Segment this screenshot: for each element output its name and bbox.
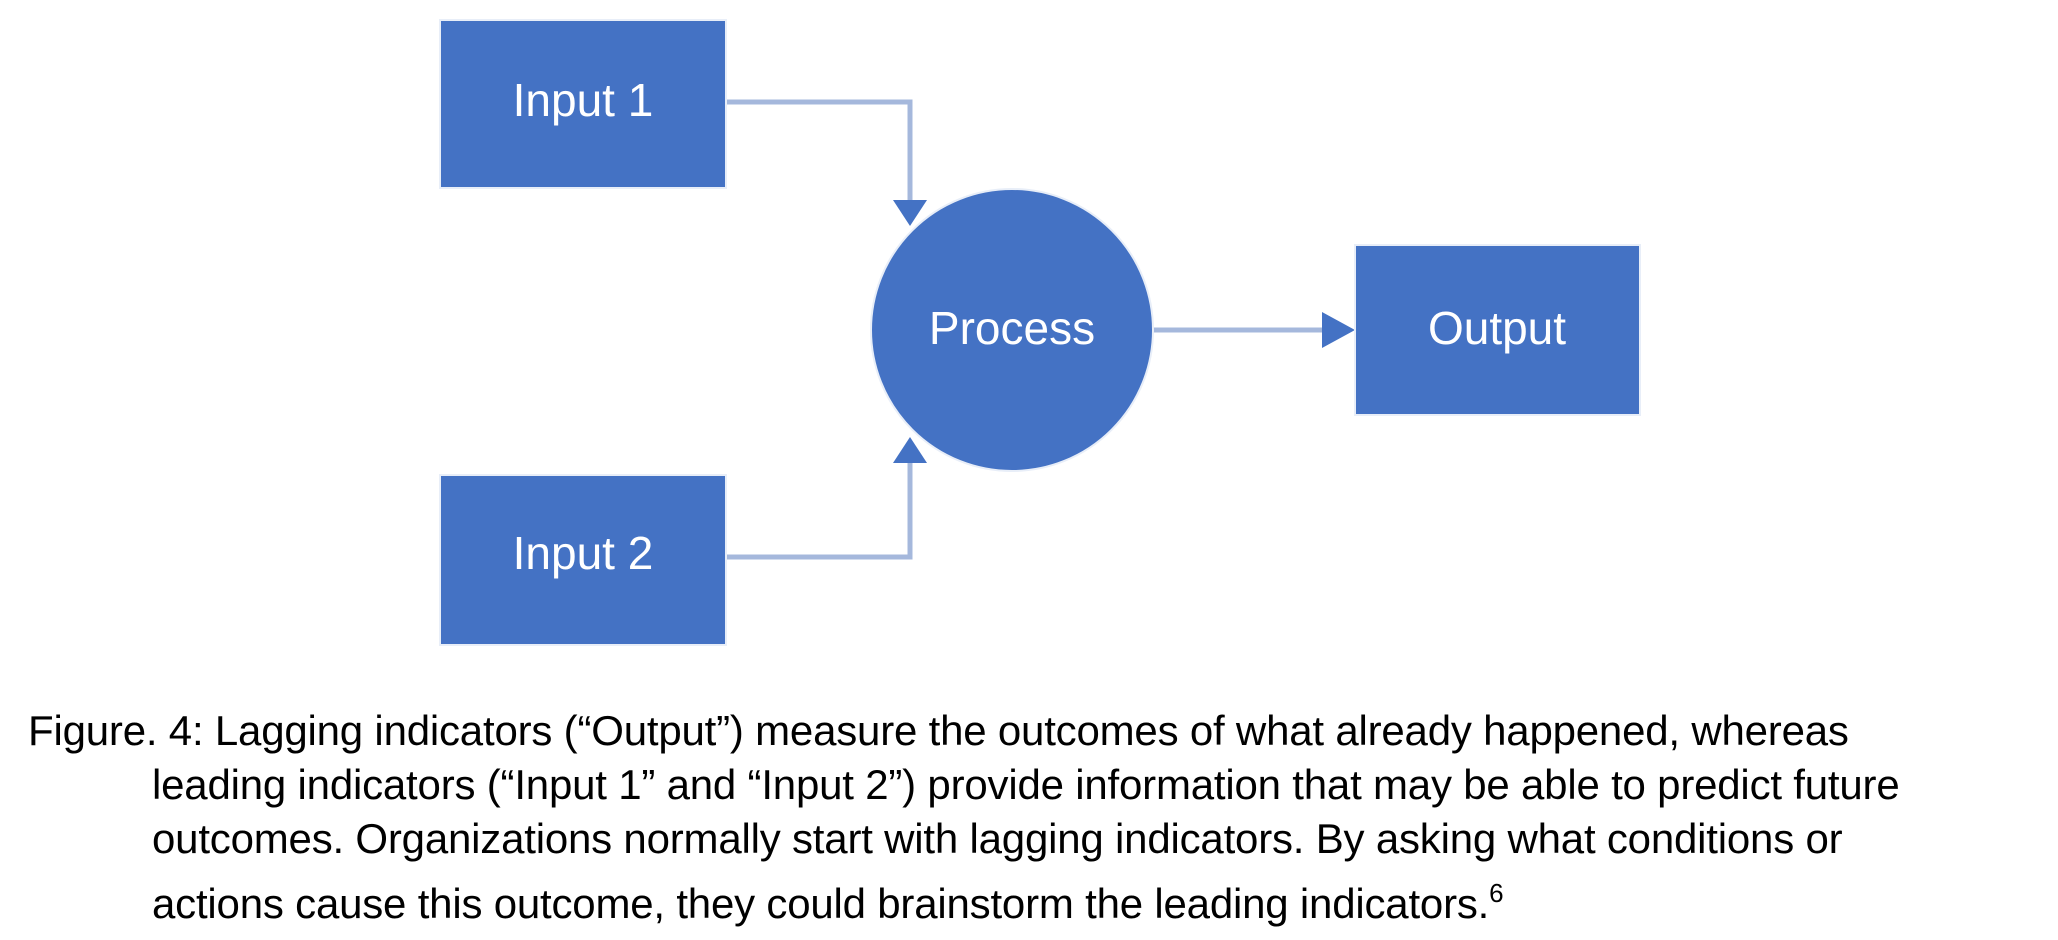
node-input1-label: Input 1 xyxy=(513,74,654,126)
connector-input1-to-process xyxy=(726,99,927,226)
node-output[interactable]: Output xyxy=(1354,244,1641,416)
arrowhead-down-icon xyxy=(893,200,927,226)
caption-line-4-text: actions cause this outcome, they could b… xyxy=(152,880,1490,927)
node-output-label: Output xyxy=(1428,302,1566,354)
connector-layer xyxy=(726,99,1355,560)
node-output-shape[interactable] xyxy=(1354,244,1641,416)
caption-line-4: actions cause this outcome, they could b… xyxy=(152,872,1504,925)
node-input2[interactable]: Input 2 xyxy=(439,474,727,646)
caption-line-1: Figure. 4: Lagging indicators (“Output”)… xyxy=(28,707,1849,754)
diagram-canvas: Input 1 Input 2 Process Output xyxy=(439,19,1641,646)
arrowhead-up-icon xyxy=(893,437,927,463)
node-input2-label: Input 2 xyxy=(513,527,654,579)
caption-line-3: outcomes. Organizations normally start w… xyxy=(152,815,1843,862)
node-input2-shape[interactable] xyxy=(439,474,727,646)
process-flow-diagram: Input 1 Input 2 Process Output xyxy=(439,19,1641,646)
connector-line xyxy=(726,463,913,560)
caption-footnote-marker: 6 xyxy=(1489,878,1504,908)
node-input1-shape[interactable] xyxy=(439,19,727,189)
connector-process-to-output xyxy=(1150,312,1355,348)
connector-input2-to-process xyxy=(726,437,927,560)
node-process[interactable]: Process xyxy=(870,188,1154,472)
figure-caption: Figure. 4: Lagging indicators (“Output”)… xyxy=(0,690,2058,940)
caption-line-2: leading indicators (“Input 1” and “Input… xyxy=(152,761,1900,808)
node-process-shape[interactable] xyxy=(870,188,1154,472)
arrowhead-right-icon xyxy=(1322,312,1355,348)
node-input1[interactable]: Input 1 xyxy=(439,19,727,189)
node-process-label: Process xyxy=(929,302,1095,354)
connector-line xyxy=(726,99,913,200)
